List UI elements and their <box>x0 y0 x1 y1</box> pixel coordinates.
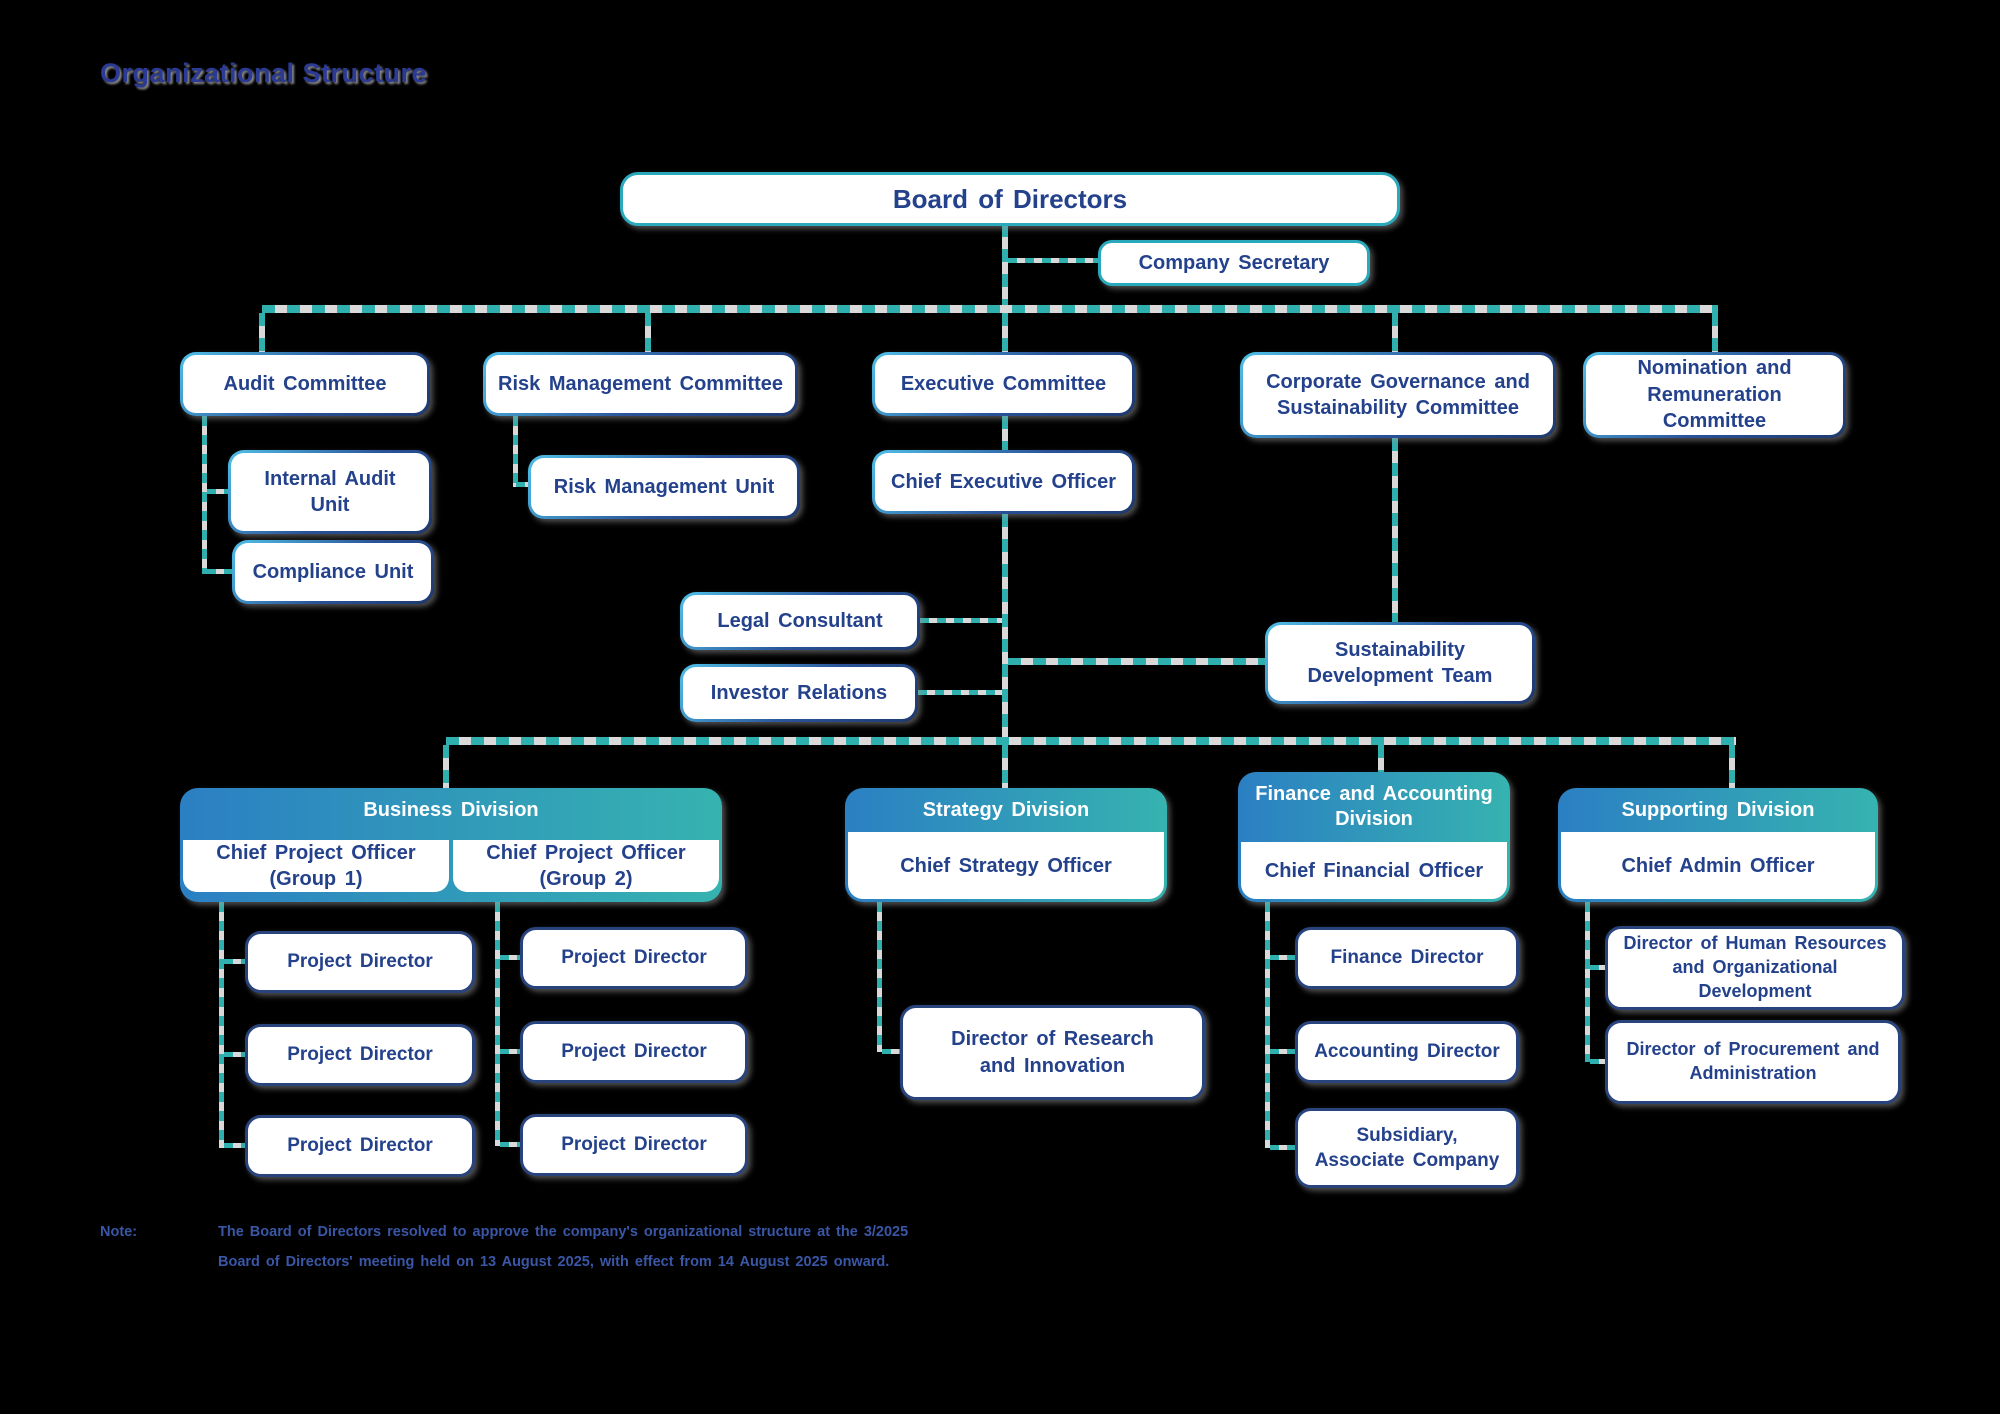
connector-finance-branch <box>1265 902 1270 1148</box>
connector-group2-branch <box>495 902 500 1146</box>
division-strategy: Strategy Division Chief Strategy Officer <box>845 788 1167 902</box>
connector-drop-audit <box>259 313 265 352</box>
division-business-title: Business Division <box>363 798 539 821</box>
node-nomination-remuneration-committee: Nomination and Remuneration Committee <box>1583 352 1846 438</box>
node-chief-executive-officer: Chief Executive Officer <box>872 450 1135 514</box>
connector-stub-g1-pd1 <box>224 959 245 964</box>
node-board-of-directors: Board of Directors <box>620 172 1400 226</box>
connector-drop-governance <box>1392 313 1398 352</box>
node-chief-project-officer-group2: Chief Project Officer (Group 2) <box>453 839 719 892</box>
note-label: Note: <box>100 1224 138 1240</box>
connector-stub-g2-pd1 <box>500 955 520 960</box>
connector-ceo-trunk <box>1002 514 1008 745</box>
node-chief-admin-officer: Chief Admin Officer <box>1561 832 1875 899</box>
connector-stub-subsidiary <box>1270 1145 1295 1150</box>
connector-stub-research <box>882 1049 900 1054</box>
connector-executive-ceo <box>1002 416 1008 450</box>
division-business-body: Chief Project Officer (Group 1) Chief Pr… <box>183 832 719 899</box>
connector-drop-executive <box>1002 313 1008 352</box>
connector-group1-branch <box>219 902 224 1148</box>
connector-stub-internal-audit <box>207 489 228 494</box>
connector-stub-compliance <box>207 569 232 574</box>
node-project-director-g2-1: Project Director <box>520 927 748 989</box>
node-internal-audit-unit: Internal Audit Unit <box>228 450 432 534</box>
connector-drop-risk <box>645 313 651 352</box>
connector-stub-g1-pd2 <box>224 1052 245 1057</box>
connector-stub-hr <box>1590 965 1605 970</box>
connector-drop-finance <box>1378 745 1384 772</box>
node-project-director-g1-2: Project Director <box>245 1024 475 1086</box>
node-project-director-g2-2: Project Director <box>520 1021 748 1083</box>
node-director-research-innovation: Director of Research and Innovation <box>900 1005 1205 1100</box>
connector-stub-legal <box>920 618 1002 623</box>
connector-governance-sustainability <box>1392 438 1398 622</box>
node-risk-management-unit: Risk Management Unit <box>528 455 800 519</box>
node-legal-consultant: Legal Consultant <box>680 592 920 650</box>
node-chief-financial-officer: Chief Financial Officer <box>1241 842 1507 899</box>
connector-supporting-branch <box>1585 902 1590 1062</box>
connector-drop-nomination <box>1712 313 1718 352</box>
node-chief-strategy-officer: Chief Strategy Officer <box>848 832 1164 899</box>
node-compliance-unit: Compliance Unit <box>232 540 434 604</box>
node-governance-sustainability-committee: Corporate Governance and Sustainability … <box>1240 352 1556 438</box>
connector-drop-supporting <box>1729 745 1735 788</box>
node-project-director-g1-3: Project Director <box>245 1115 475 1177</box>
connector-drop-strategy <box>1002 745 1008 788</box>
division-supporting-title: Supporting Division <box>1621 798 1815 821</box>
node-director-hr-od: Director of Human Resources and Organiza… <box>1605 926 1905 1010</box>
connector-drop-business <box>443 745 449 788</box>
connector-audit-branch <box>202 416 207 574</box>
node-project-director-g2-3: Project Director <box>520 1114 748 1176</box>
node-accounting-director: Accounting Director <box>1295 1021 1519 1083</box>
connector-risk-branch <box>513 416 518 487</box>
connector-stub-g2-pd3 <box>500 1142 520 1147</box>
connector-strategy-branch <box>877 902 882 1052</box>
node-director-procurement-admin: Director of Procurement and Administrati… <box>1605 1020 1901 1104</box>
division-finance-title: Finance and Accounting Division <box>1255 783 1493 830</box>
node-company-secretary: Company Secretary <box>1098 240 1370 286</box>
node-investor-relations: Investor Relations <box>680 664 918 722</box>
node-project-director-g1-1: Project Director <box>245 931 475 993</box>
node-executive-committee: Executive Committee <box>872 352 1135 416</box>
connector-stub-sustainability <box>1008 658 1265 665</box>
node-audit-committee: Audit Committee <box>180 352 430 416</box>
connector-stub-accounting-director <box>1270 1049 1295 1054</box>
connector-stub-g2-pd2 <box>500 1049 520 1054</box>
note-line-2: Board of Directors' meeting held on 13 A… <box>218 1254 890 1270</box>
connector-stub-procurement <box>1590 1059 1605 1064</box>
connector-committee-row <box>262 305 1718 313</box>
division-strategy-title: Strategy Division <box>922 798 1090 821</box>
division-finance: Finance and Accounting Division Chief Fi… <box>1238 772 1510 902</box>
connector-board-trunk <box>1002 224 1008 313</box>
division-supporting: Supporting Division Chief Admin Officer <box>1558 788 1878 902</box>
connector-stub-finance-director <box>1270 955 1295 960</box>
connector-stub-g1-pd3 <box>224 1143 245 1148</box>
note-line-1: The Board of Directors resolved to appro… <box>218 1224 909 1240</box>
connector-division-row <box>446 737 1736 745</box>
node-risk-management-committee: Risk Management Committee <box>483 352 798 416</box>
node-subsidiary-associate-company: Subsidiary, Associate Company <box>1295 1108 1519 1188</box>
node-chief-project-officer-group1: Chief Project Officer (Group 1) <box>183 839 449 892</box>
connector-stub-investor <box>918 690 1002 695</box>
connector-company-secretary <box>1008 258 1098 263</box>
page-title: Organizational Structure <box>100 58 428 88</box>
connector-stub-risk-unit <box>516 482 528 487</box>
node-finance-director: Finance Director <box>1295 927 1519 989</box>
node-sustainability-development-team: Sustainability Development Team <box>1265 622 1535 704</box>
division-business: Business Division Chief Project Officer … <box>180 788 722 902</box>
